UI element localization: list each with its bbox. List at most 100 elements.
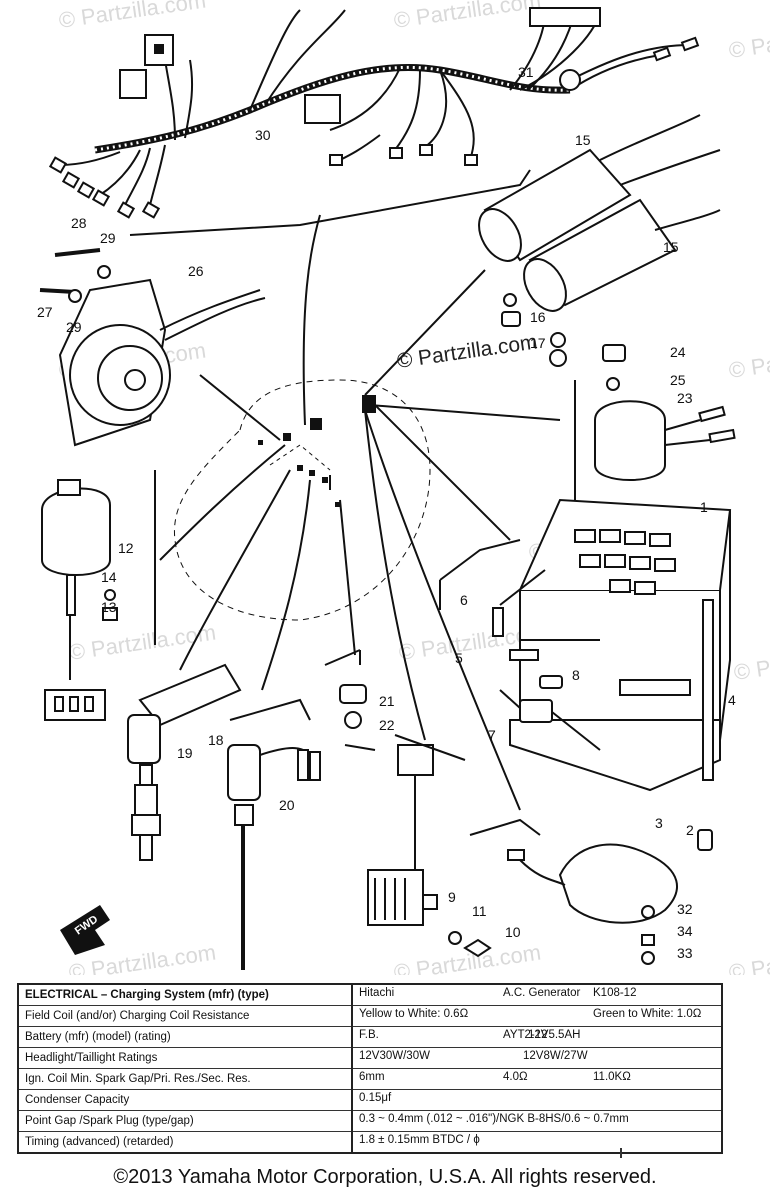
ac-generator-26 [39, 248, 266, 447]
callout-number: 22 [379, 717, 395, 733]
callout-number: 29 [100, 230, 116, 246]
callout-number: 24 [670, 344, 686, 360]
spec-value-1: 12V30W/30W [359, 1050, 430, 1062]
callout-number: 12 [118, 540, 134, 556]
flasher-relay-32 [469, 818, 678, 965]
spec-parameter: Point Gap /Spark Plug (type/gap) [18, 1110, 353, 1132]
callout-number: 15 [663, 239, 679, 255]
copyright-footer: ©2013 Yamaha Motor Corporation, U.S.A. A… [113, 1166, 657, 1188]
spec-value-2: 4.0Ω [503, 1071, 528, 1083]
spec-parameter: Ign. Coil Min. Spark Gap/Pri. Res./Sec. … [18, 1068, 353, 1090]
callout-number: 6 [460, 592, 468, 608]
callout-number: 19 [177, 745, 193, 761]
watermark-center: © Partzilla.com [395, 330, 538, 372]
callout-number: 7 [488, 727, 496, 743]
leader-lines [159, 214, 561, 811]
spec-parameter: Headlight/Taillight Ratings [18, 1047, 353, 1069]
spec-value-3: 12V8W/27W [523, 1050, 588, 1062]
spec-value-2: AYT2-12 [503, 1029, 548, 1041]
watermark-text: © Partzilla.com [392, 940, 542, 975]
callout-number: 27 [37, 304, 53, 320]
exploded-parts-diagram: © Partzilla.com © Partzilla.com © Partzill… [37, 0, 770, 975]
callout-number: 3 [655, 815, 663, 831]
callout-number: 23 [677, 390, 693, 406]
callout-number: 30 [255, 127, 271, 143]
watermark-text: © Partzilla.com [727, 338, 770, 383]
electrical-specifications-table: ELECTRICAL – Charging System (mfr) (type… [17, 983, 723, 1154]
spec-values: 0.3 ~ 0.4mm (.012 ~ .016")/NGK B-8HS/0.6… [352, 1110, 722, 1132]
callout-number: 26 [188, 263, 204, 279]
neutral-switch-21 [324, 649, 376, 751]
callout-number: 15 [575, 132, 591, 148]
callout-number: 11 [472, 903, 487, 919]
spec-row: Ign. Coil Min. Spark Gap/Pri. Res./Sec. … [18, 1068, 722, 1090]
callout-number: 1 [700, 499, 708, 515]
spec-value-3: Green to White: 1.0Ω [593, 1008, 702, 1020]
spec-row: ELECTRICAL – Charging System (mfr) (type… [18, 984, 722, 1006]
spec-row: Battery (mfr) (model) (rating) F.B. AYT2-1… [18, 1026, 722, 1048]
callout-number: 8 [572, 667, 580, 683]
spec-value-2: A.C. Generator [503, 987, 581, 999]
spec-parameter: Condenser Capacity [18, 1089, 353, 1111]
callout-number: 21 [379, 693, 395, 709]
harness-connectors [48, 7, 700, 219]
callout-number: 29 [66, 319, 82, 335]
spec-value-1: F.B. [359, 1029, 379, 1041]
callout-number: 25 [670, 372, 686, 388]
spec-values: 1.8 ± 0.15mm BTDC / ϕ [352, 1131, 722, 1154]
spark-plug-caps [127, 663, 321, 970]
spec-row: Condenser Capacity 0.15μf [18, 1089, 722, 1111]
spec-parameter: Battery (mfr) (model) (rating) [18, 1026, 353, 1048]
callout-number: 20 [279, 797, 295, 813]
spec-value-1: 0.15μf [359, 1092, 392, 1104]
callout-number: 33 [677, 945, 693, 961]
callout-number: 34 [677, 923, 693, 939]
callout-number: 9 [448, 889, 456, 905]
callout-number: 16 [530, 309, 546, 325]
fwd-arrow: FWD [60, 905, 110, 955]
watermark-text: © Partzilla.com [732, 640, 770, 685]
callout-number: 2 [686, 822, 694, 838]
frame-mount-points [258, 395, 376, 507]
spec-value-3: 12V5.5AH [528, 1029, 581, 1041]
spec-value-1: Yellow to White: 0.6Ω [359, 1008, 469, 1020]
spec-value-1: 0.3 ~ 0.4mm (.012 ~ .016")/NGK B-8HS/0.6… [359, 1113, 629, 1125]
spec-value-1: Hitachi [359, 987, 395, 999]
spec-parameter: Timing (advanced) (retarded) [18, 1131, 353, 1154]
callout-number: 28 [71, 215, 87, 231]
callout-number: 14 [101, 569, 117, 585]
spec-value-3: 11.0KΩ [593, 1071, 631, 1083]
callout-number: 32 [677, 901, 693, 917]
spec-values: 12V30W/30W 12V8W/27W [352, 1047, 722, 1069]
frame-outline [173, 379, 431, 621]
spec-value-1: 6mm [359, 1071, 385, 1083]
battery-1 [439, 498, 732, 851]
watermark-text: © Partzilla.com [727, 940, 770, 975]
spec-values: 0.15μf [352, 1089, 722, 1111]
callout-number: 13 [101, 599, 117, 615]
voltage-regulator-9 [359, 650, 492, 958]
callout-number: 4 [728, 692, 736, 708]
part-callouts: 1234567891011121314151516171819202122232… [37, 64, 736, 961]
callout-number: 10 [505, 924, 521, 940]
ignition-coils-15 [478, 114, 721, 367]
spec-parameter: Field Coil (and/or) Charging Coil Resist… [18, 1005, 353, 1027]
watermark-text: © Partzilla.com [57, 0, 207, 33]
watermark-text: © Partzilla.com [392, 0, 542, 33]
callout-number: 5 [455, 650, 463, 666]
main-switch-12 [41, 470, 156, 721]
small-tick-mark [620, 1148, 622, 1158]
spec-parameter: ELECTRICAL – Charging System (mfr) (type… [18, 984, 353, 1006]
spec-values: Yellow to White: 0.6Ω Green to White: 1.0… [352, 1005, 722, 1027]
spec-value-1: 1.8 ± 0.15mm BTDC / ϕ [359, 1134, 480, 1146]
callout-number: 18 [208, 732, 224, 748]
callout-number: 17 [530, 335, 546, 351]
watermark-text: © Partzilla.com [727, 18, 770, 63]
spec-row: Timing (advanced) (retarded) 1.8 ± 0.15mm… [18, 1131, 722, 1154]
callout-number: 31 [518, 64, 534, 80]
spec-values: 6mm 4.0Ω 11.0KΩ [352, 1068, 722, 1090]
spec-row: Field Coil (and/or) Charging Coil Resist… [18, 1005, 722, 1027]
